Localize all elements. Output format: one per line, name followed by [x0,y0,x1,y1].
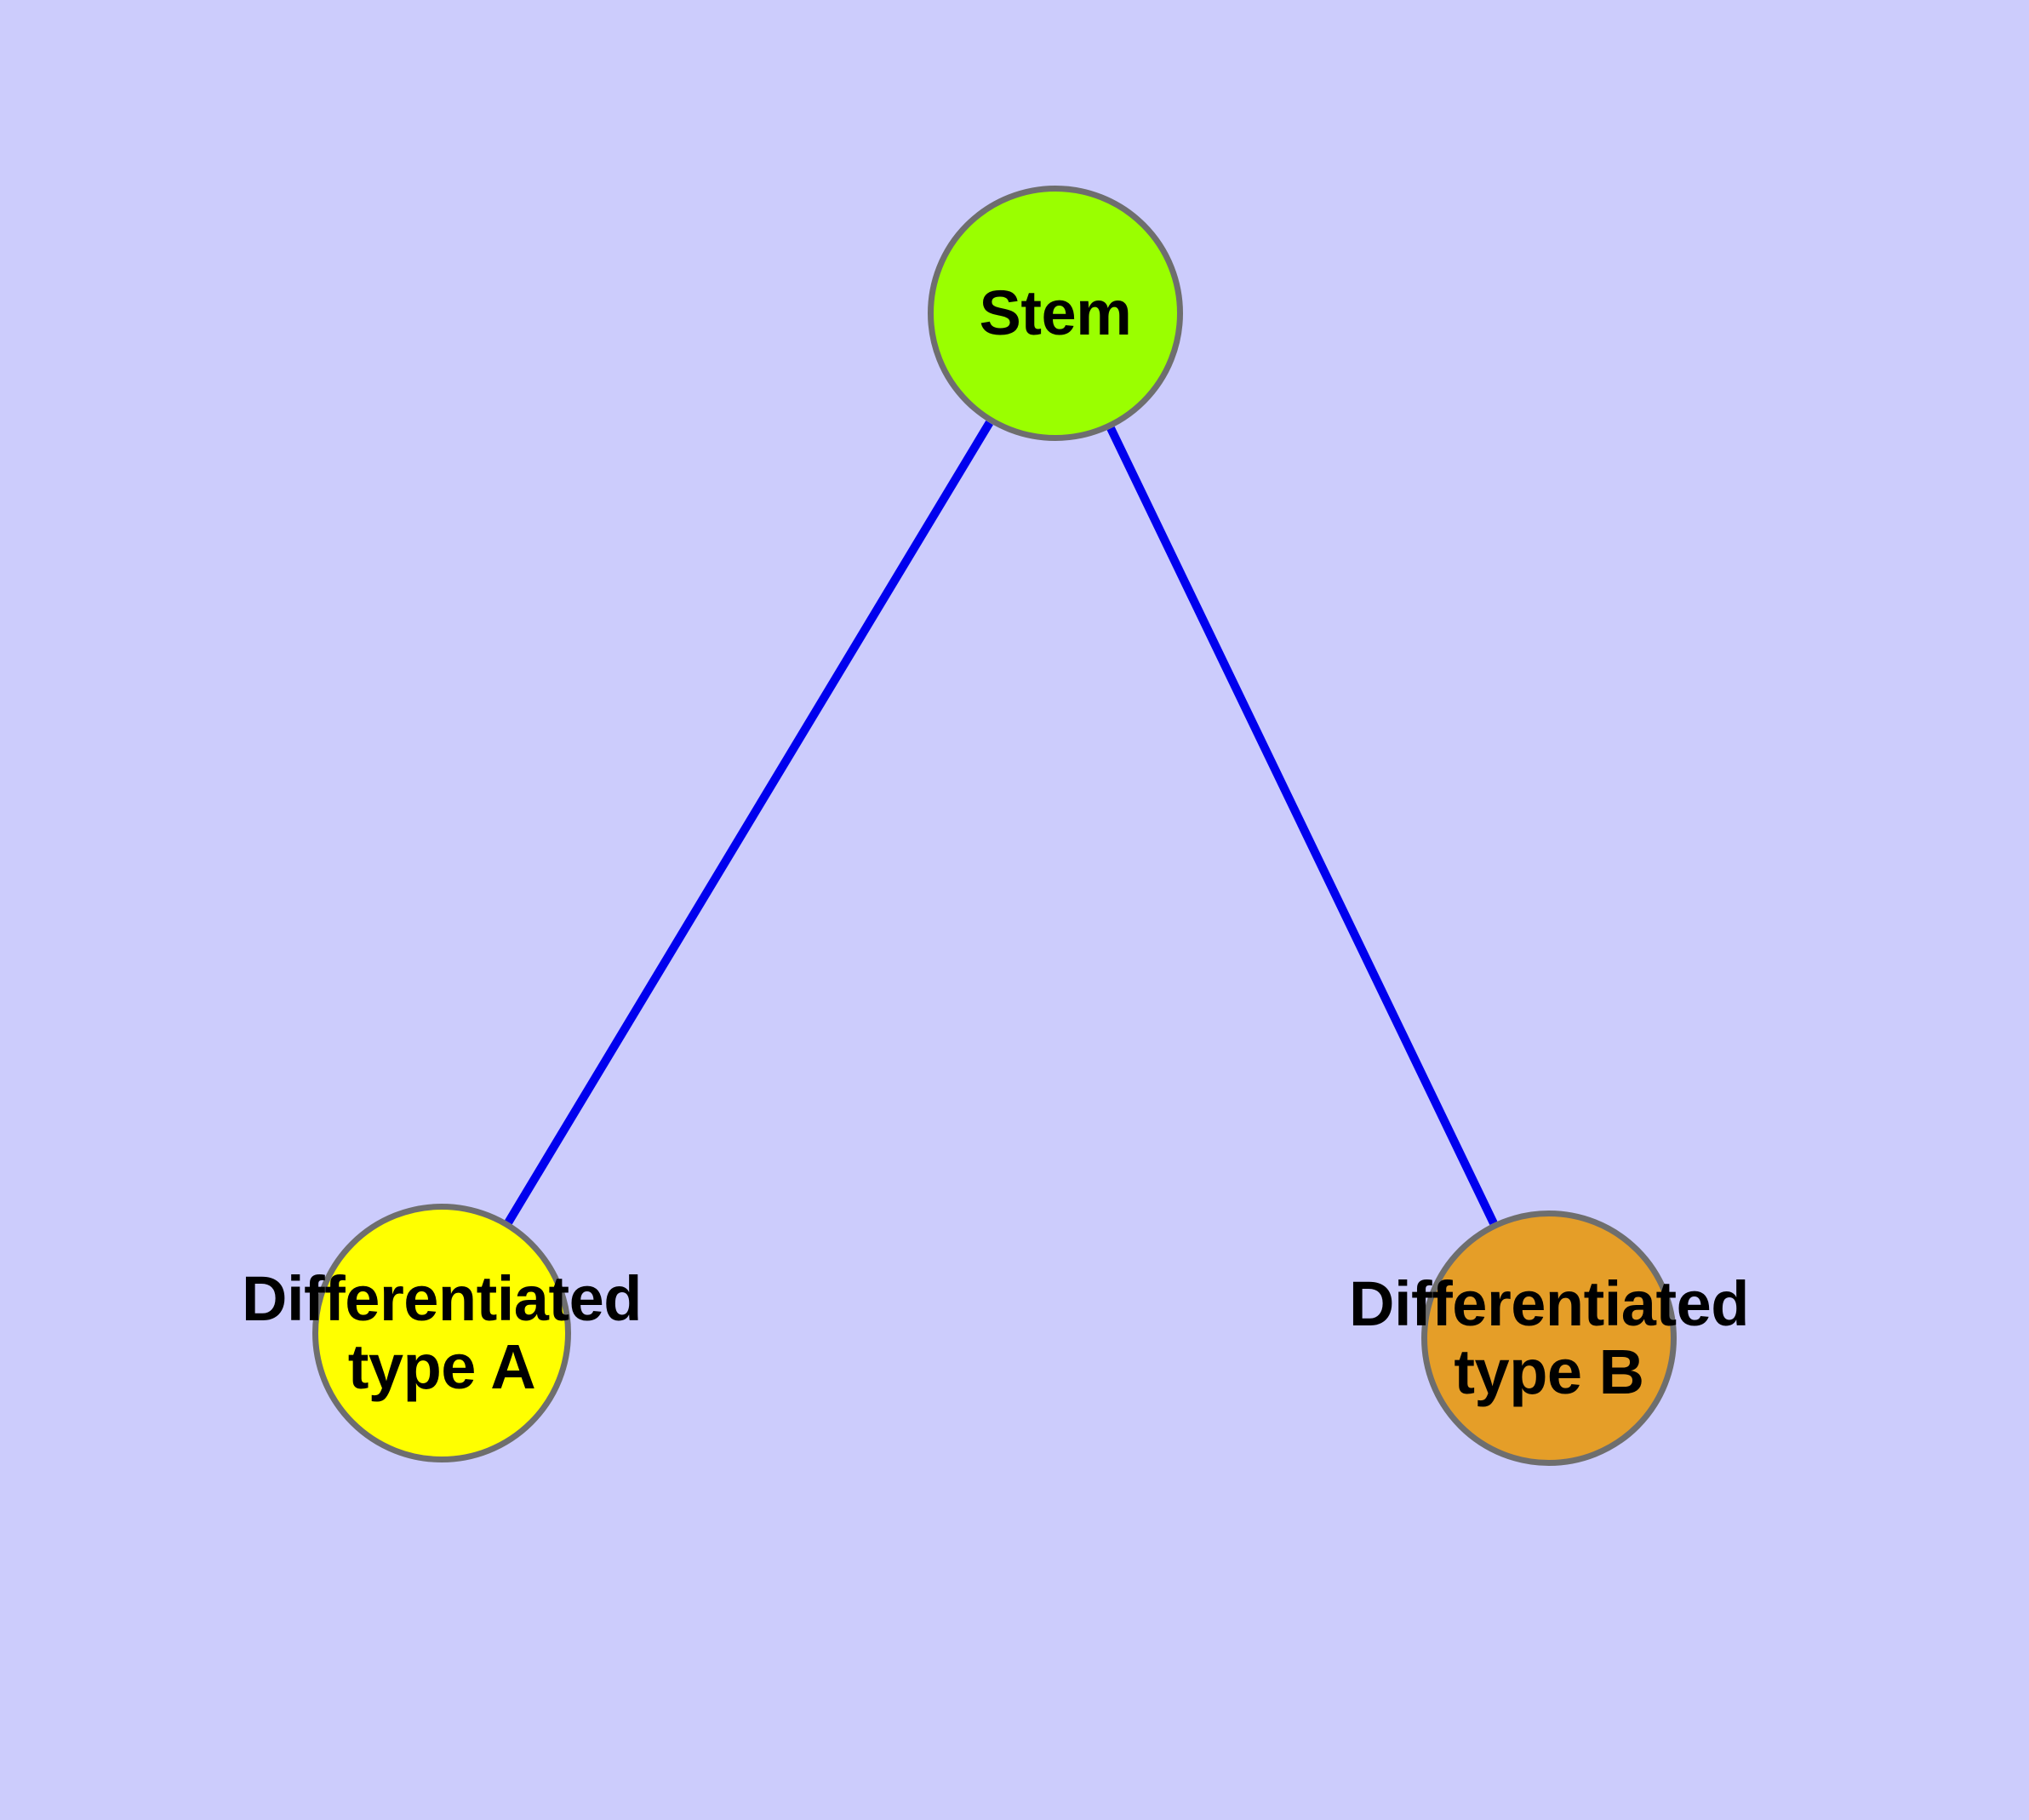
node-circle-stem[interactable] [928,186,1183,441]
node-circle-diff_b[interactable] [1421,1210,1677,1466]
node-layer [312,186,1677,1466]
edge-stem-to-diff_a[interactable] [505,420,993,1225]
node-circle-diff_a[interactable] [312,1204,571,1462]
edge-stem-to-diff_b[interactable] [1106,426,1498,1226]
edge-layer [505,420,1498,1226]
